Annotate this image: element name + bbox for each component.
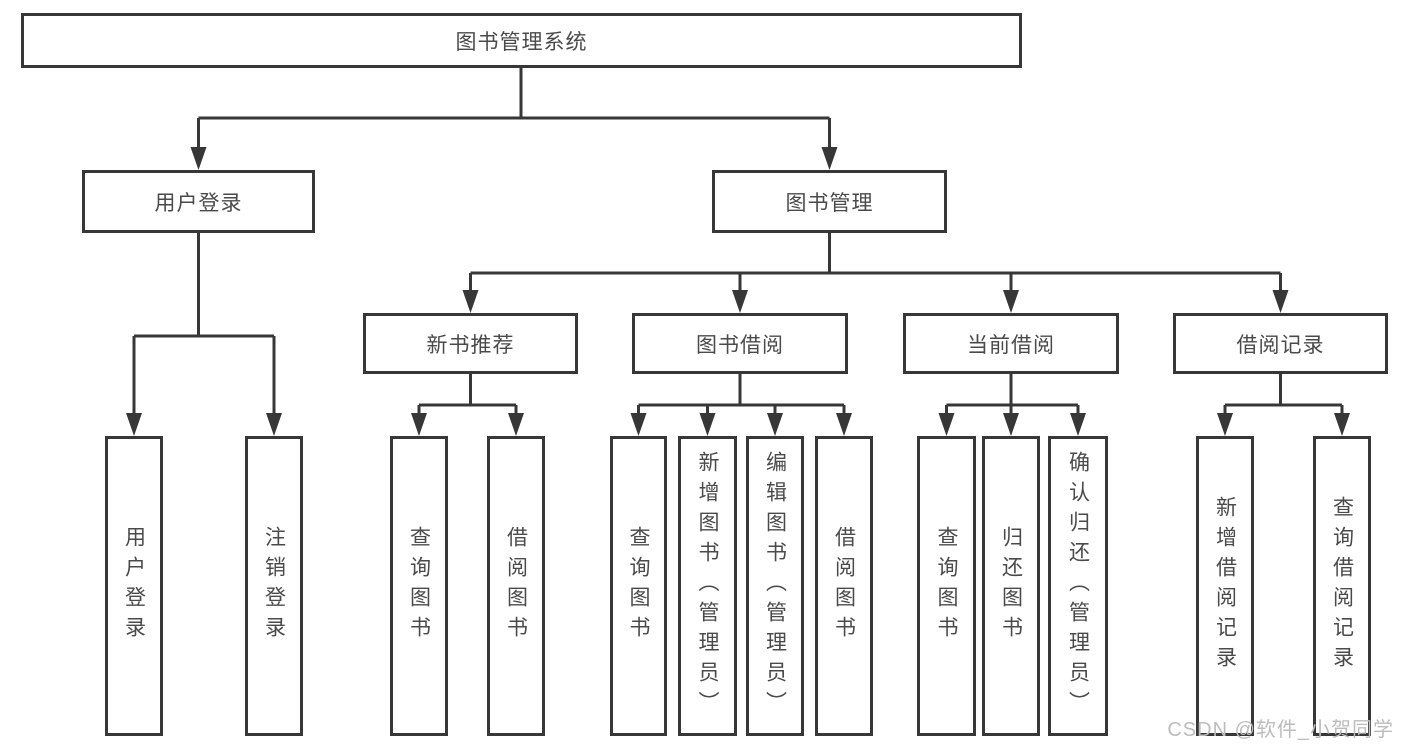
connector-bookmgmt-to-level3 [469, 233, 1282, 309]
arrow-icon [1217, 413, 1233, 436]
node-book-management: 图书管理 [712, 170, 947, 233]
arrow-icon [1003, 290, 1019, 313]
arrow-icon [767, 413, 783, 436]
node-user-login: 用户登录 [82, 170, 315, 233]
arrow-icon [462, 290, 479, 313]
arrow-icon [190, 147, 207, 170]
arrow-icon [1272, 290, 1289, 313]
arrow-icon [836, 413, 852, 436]
node-book-borrow: 图书借阅 [632, 313, 848, 374]
leaf-currentborrow-query-books: 查询图书 [917, 436, 976, 736]
leaf-bookborrow-add-books-admin: 新增图书（管理员） [678, 436, 737, 736]
arrowheads [126, 147, 1350, 436]
arrow-icon [508, 413, 524, 436]
leaf-currentborrow-confirm-return-admin: 确认归还（管理员） [1048, 436, 1108, 736]
leaf-newbook-borrow-books: 借阅图书 [487, 436, 545, 736]
arrow-icon [1070, 413, 1086, 436]
node-current-borrow: 当前借阅 [903, 313, 1119, 374]
leaf-bookborrow-edit-books-admin: 编辑图书（管理员） [746, 436, 804, 736]
arrow-icon [1003, 413, 1019, 436]
leaf-logout: 注销登录 [245, 436, 303, 736]
arrow-icon [732, 290, 748, 313]
arrow-icon [821, 147, 838, 170]
leaf-currentborrow-return-books: 归还图书 [982, 436, 1040, 736]
leaf-user-login: 用户登录 [105, 436, 163, 736]
leaf-bookborrow-query-books: 查询图书 [610, 436, 667, 736]
arrow-icon [126, 413, 142, 436]
node-root-library-system: 图书管理系统 [21, 13, 1022, 68]
leaf-bookborrow-borrow-books: 借阅图书 [815, 436, 873, 736]
arrow-icon [938, 413, 955, 436]
leaf-record-add-borrow-record: 新增借阅记录 [1196, 436, 1254, 736]
connector-newbook-to-leaves [417, 374, 518, 432]
connector-bookborrow-to-leaves [637, 374, 846, 432]
connector-root-to-level2 [197, 68, 831, 166]
arrow-icon [630, 413, 647, 436]
connector-login-to-leaves [132, 233, 276, 432]
node-new-book-recommend: 新书推荐 [363, 313, 578, 374]
arrow-icon [411, 413, 427, 436]
csdn-watermark: CSDN @软件_小贺同学 [1167, 719, 1394, 741]
node-borrow-record: 借阅记录 [1173, 313, 1388, 374]
leaf-newbook-query-books: 查询图书 [390, 436, 448, 736]
leaf-record-query-borrow-record: 查询借阅记录 [1313, 436, 1371, 736]
arrow-icon [1334, 413, 1350, 436]
arrow-icon [266, 413, 282, 436]
arrow-icon [699, 413, 716, 436]
connector-borrowrecord-to-leaves [1223, 374, 1344, 432]
